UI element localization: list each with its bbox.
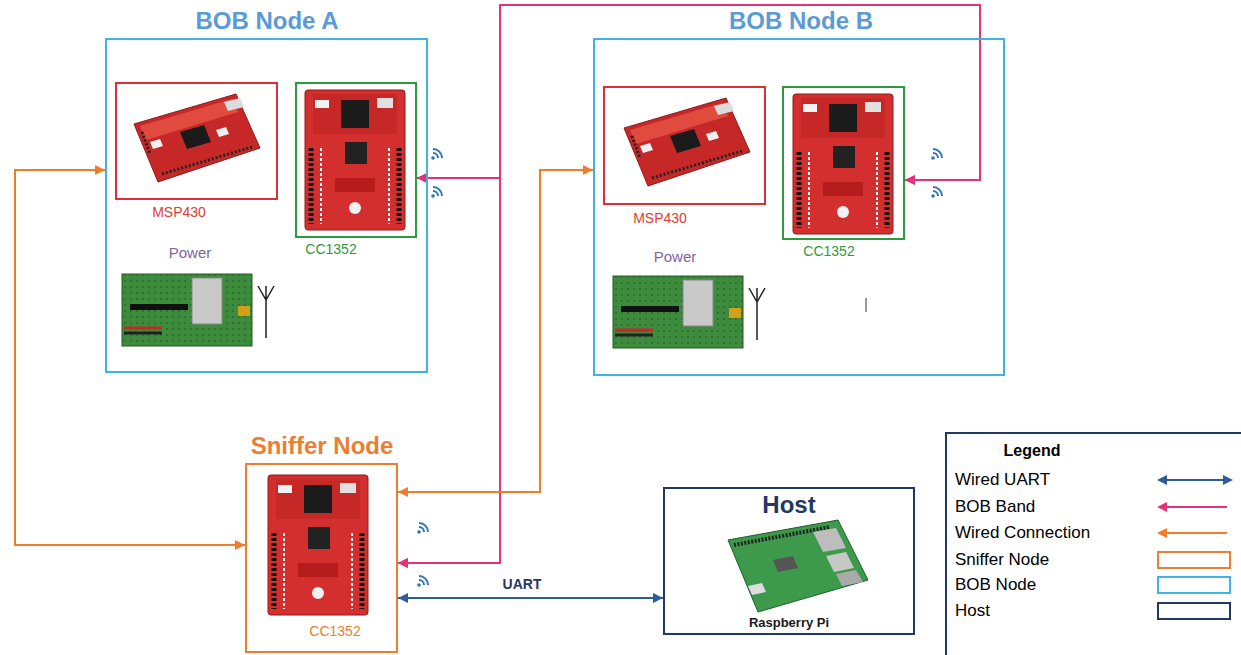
part-label: Raspberry Pi <box>749 616 829 631</box>
bob-band-link <box>398 178 500 563</box>
legend-box-sample <box>1158 577 1230 593</box>
legend-text: Wired Connection <box>955 523 1090 543</box>
wireless-icon <box>931 149 942 160</box>
legend-box-sample <box>1158 603 1230 619</box>
wireless-icon <box>431 187 442 198</box>
legend-line-sample <box>1163 479 1227 481</box>
part-label: MSP430 <box>633 210 687 226</box>
cc1352-launchpad <box>268 475 368 615</box>
cc1352-launchpad <box>305 90 405 230</box>
cc1352-box: CC1352 <box>782 86 905 240</box>
legend-arrowhead <box>1223 475 1233 485</box>
node-title: Host <box>762 491 815 519</box>
part-label: CC1352 <box>309 623 360 639</box>
bob-node-box: BOB Node AMSP430CC1352 <box>105 38 428 373</box>
edge-label: UART <box>500 576 545 592</box>
legend-sample <box>1155 550 1235 570</box>
legend-line-sample <box>1163 532 1227 534</box>
legend-sample <box>1155 601 1235 621</box>
msp430-box: MSP430 <box>115 82 278 200</box>
legend-arrowhead <box>1157 475 1167 485</box>
bob-band-link <box>398 5 980 563</box>
wired-connection <box>15 170 245 545</box>
legend-text: BOB Band <box>955 497 1035 517</box>
bob-node-box: BOB Node BMSP430CC1352 <box>593 38 1005 376</box>
power-board <box>613 276 765 348</box>
legend-text: Host <box>955 601 990 621</box>
bob-band-link <box>417 5 980 180</box>
node-title: Sniffer Node <box>251 432 394 460</box>
cc1352-box: CC1352 <box>295 82 417 238</box>
legend-box: LegendWired UART BOB BandWired Connection… <box>945 432 1241 655</box>
wireless-icon <box>417 523 428 534</box>
power-label: Power <box>169 244 212 261</box>
legend-arrowhead <box>1157 528 1167 538</box>
legend-text: Wired UART <box>955 470 1050 490</box>
cc1352-launchpad <box>793 94 893 234</box>
cursor-mark <box>866 298 867 312</box>
wireless-icon <box>431 149 442 160</box>
legend-sample <box>1155 523 1235 543</box>
msp430-launchpad <box>624 98 750 186</box>
legend-text: Sniffer Node <box>955 550 1049 570</box>
part-label: CC1352 <box>305 241 356 257</box>
msp430-box: MSP430 <box>603 86 766 205</box>
legend-sample <box>1155 575 1235 595</box>
host-box: HostRaspberry Pi <box>663 487 915 635</box>
legend-title: Legend <box>1004 442 1061 460</box>
node-title: BOB Node A <box>195 7 338 35</box>
connector-group <box>15 5 980 598</box>
legend-arrowhead <box>1157 502 1167 512</box>
legend-text: BOB Node <box>955 575 1036 595</box>
legend-sample <box>1155 497 1235 517</box>
power-label: Power <box>654 248 697 265</box>
wireless-icon <box>417 576 428 587</box>
wireless-icon <box>931 187 942 198</box>
raspberry-pi-board <box>728 520 868 612</box>
legend-sample <box>1155 470 1235 490</box>
legend-line-sample <box>1163 506 1227 508</box>
power-board <box>122 274 274 346</box>
uart-link <box>398 597 663 599</box>
legend-box-sample <box>1158 552 1230 568</box>
node-title: BOB Node B <box>729 7 873 35</box>
msp430-launchpad <box>134 94 260 182</box>
sniffer-node-box: Sniffer NodeCC1352 <box>245 463 398 653</box>
part-label: MSP430 <box>152 204 206 220</box>
part-label: CC1352 <box>803 243 854 259</box>
